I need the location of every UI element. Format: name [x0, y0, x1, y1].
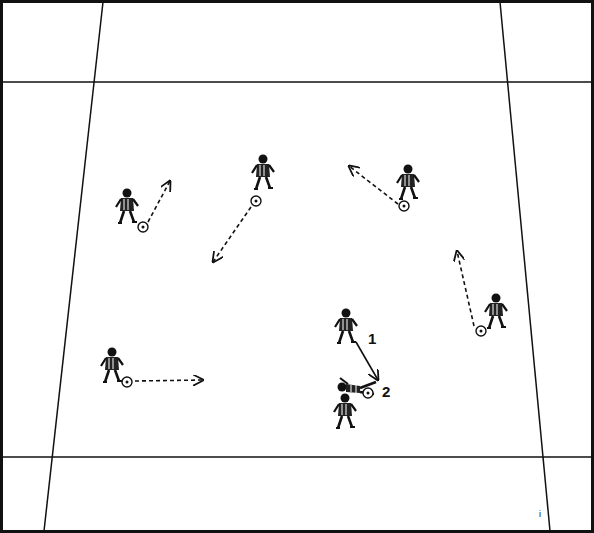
movement-arrows — [135, 166, 474, 381]
players — [101, 155, 507, 429]
callout-number: 1 — [368, 331, 376, 346]
page-mark: i — [539, 510, 541, 519]
callout-number: 2 — [382, 384, 390, 399]
